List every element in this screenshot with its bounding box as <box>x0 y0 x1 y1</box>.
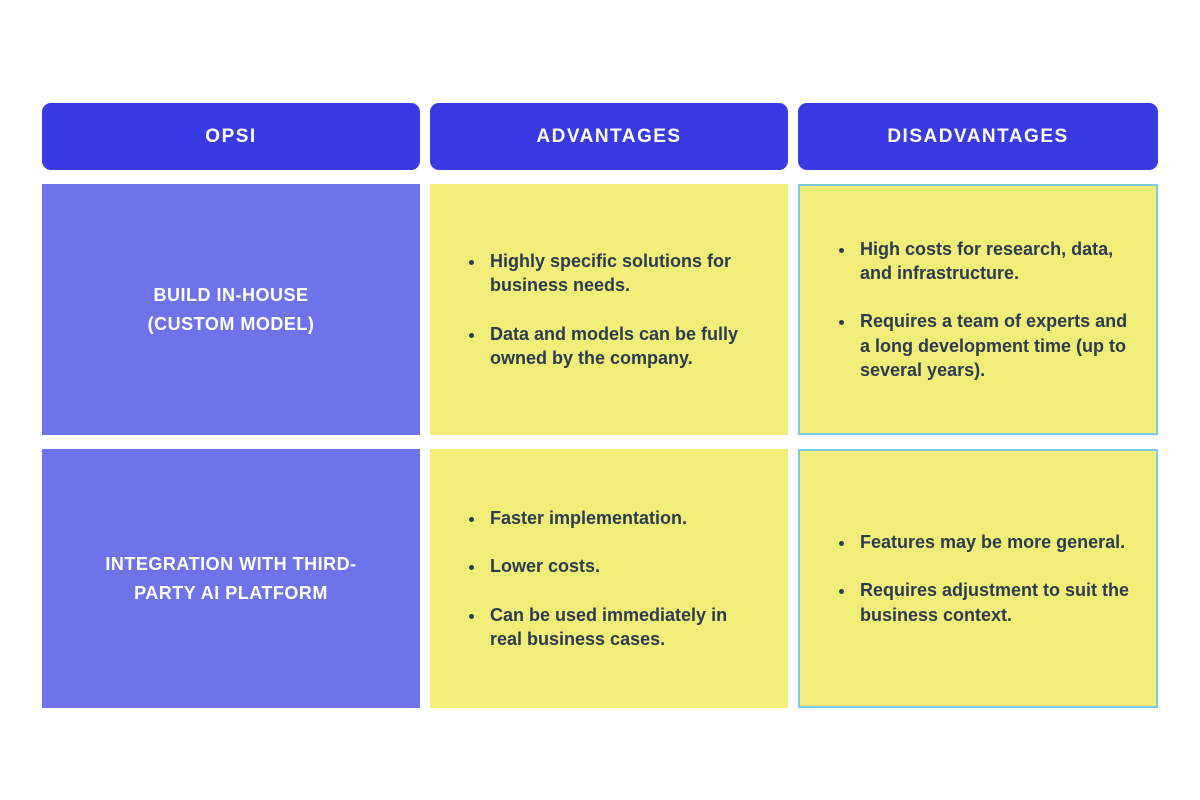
header-cell-disadvantages: DISADVANTAGES <box>798 103 1158 170</box>
disadvantages-cell-row-2: Features may be more general. Requires a… <box>798 449 1158 708</box>
bullet-item: Highly specific solutions for business n… <box>486 249 762 298</box>
bullet-item: Faster implementation. <box>486 506 762 530</box>
option-cell-third-party-integration: INTEGRATION WITH THIRD-PARTY AI PLATFORM <box>42 449 420 708</box>
disadvantages-list: Features may be more general. Requires a… <box>830 530 1130 627</box>
comparison-grid: OPSI ADVANTAGES DISADVANTAGES BUILD IN-H… <box>42 103 1158 708</box>
bullet-item: Features may be more general. <box>856 530 1130 554</box>
header-cell-opsi: OPSI <box>42 103 420 170</box>
option-label: BUILD IN-HOUSE (CUSTOM MODEL) <box>147 284 315 334</box>
disadvantages-list: High costs for research, data, and infra… <box>830 237 1130 382</box>
header-label-advantages: ADVANTAGES <box>536 125 682 147</box>
disadvantages-cell-row-1: High costs for research, data, and infra… <box>798 184 1158 435</box>
bullet-item: Data and models can be fully owned by th… <box>486 322 762 371</box>
advantages-list: Highly specific solutions for business n… <box>460 249 762 370</box>
comparison-table: OPSI ADVANTAGES DISADVANTAGES BUILD IN-H… <box>42 103 1158 708</box>
bullet-item: Lower costs. <box>486 554 762 578</box>
header-label-disadvantages: DISADVANTAGES <box>887 125 1069 147</box>
option-cell-build-in-house: BUILD IN-HOUSE (CUSTOM MODEL) <box>42 184 420 435</box>
advantages-cell-row-2: Faster implementation. Lower costs. Can … <box>430 449 788 708</box>
header-label-opsi: OPSI <box>205 125 257 147</box>
bullet-item: High costs for research, data, and infra… <box>856 237 1130 286</box>
advantages-list: Faster implementation. Lower costs. Can … <box>460 506 762 651</box>
header-cell-advantages: ADVANTAGES <box>430 103 788 170</box>
bullet-item: Requires a team of experts and a long de… <box>856 309 1130 382</box>
bullet-item: Requires adjustment to suit the business… <box>856 578 1130 627</box>
option-label: INTEGRATION WITH THIRD-PARTY AI PLATFORM <box>105 553 357 603</box>
advantages-cell-row-1: Highly specific solutions for business n… <box>430 184 788 435</box>
bullet-item: Can be used immediately in real business… <box>486 603 762 652</box>
